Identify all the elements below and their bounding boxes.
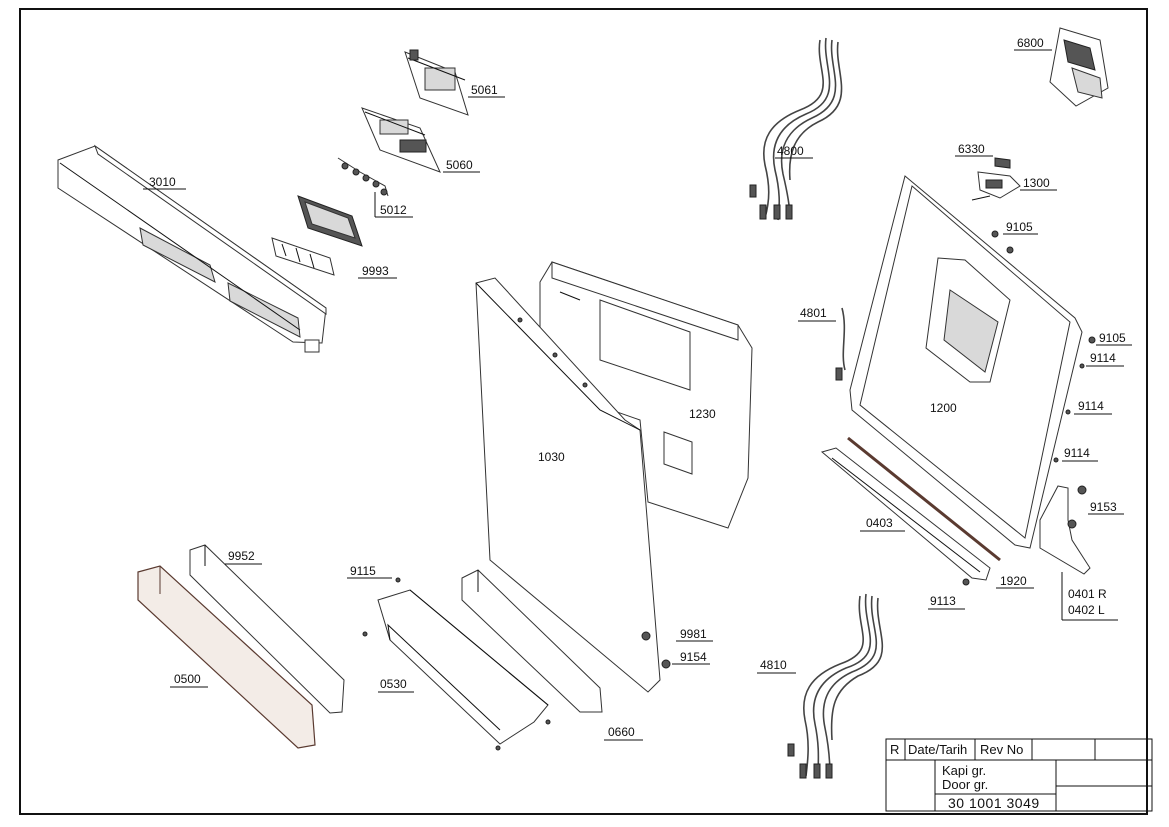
part-0500-strip <box>137 565 316 749</box>
title-block: R Date/Tarih Rev No Kapi gr. Door gr. 30… <box>885 738 1153 812</box>
part-0401-hinge <box>1039 485 1091 575</box>
label-1230: 1230 <box>689 407 716 421</box>
label-9113: 9113 <box>930 594 956 608</box>
label-9105-side: 9105 <box>1099 331 1126 345</box>
title-block-date: Date/Tarih <box>908 742 967 757</box>
part-labels: 3010 5061 5060 5012 9993 4800 6800 6330 … <box>149 36 1126 739</box>
label-0401: 0401 R <box>1068 587 1107 601</box>
part-1920-seal <box>847 436 1001 562</box>
screws <box>362 230 1096 751</box>
part-0530-bracket <box>377 589 549 745</box>
part-5061 <box>404 49 469 116</box>
title-block-line1: Kapi gr. <box>942 763 986 778</box>
label-leaders <box>143 49 1132 741</box>
title-block-number: 30 1001 3049 <box>948 795 1040 811</box>
label-9153: 9153 <box>1090 500 1117 514</box>
part-4801-cable <box>835 307 846 381</box>
title-block-r: R <box>890 742 899 757</box>
label-0500: 0500 <box>174 672 201 686</box>
part-4800-wire-harness <box>749 37 843 221</box>
label-0402: 0402 L <box>1068 603 1105 617</box>
part-6330-1300-lock <box>971 157 1021 201</box>
label-1300: 1300 <box>1023 176 1050 190</box>
label-0530: 0530 <box>380 677 407 691</box>
label-9114-a: 9114 <box>1090 351 1116 365</box>
part-5012 <box>337 157 389 197</box>
label-0660: 0660 <box>608 725 635 739</box>
label-5012: 5012 <box>380 203 407 217</box>
label-5061: 5061 <box>471 83 498 97</box>
label-6330: 6330 <box>958 142 985 156</box>
label-1030: 1030 <box>538 450 565 464</box>
part-9952-strip <box>189 544 345 714</box>
part-1200-inner-door <box>849 175 1083 549</box>
label-9115: 9115 <box>350 564 376 578</box>
label-9105-top: 9105 <box>1006 220 1033 234</box>
label-9114-c: 9114 <box>1064 446 1090 460</box>
part-6800 <box>1049 27 1109 107</box>
label-9981: 9981 <box>680 627 707 641</box>
part-9993 <box>271 195 363 276</box>
label-3010: 3010 <box>149 175 176 189</box>
label-1920: 1920 <box>1000 574 1027 588</box>
label-5060: 5060 <box>446 158 473 172</box>
label-4810: 4810 <box>760 658 787 672</box>
drawing-frame <box>19 8 1148 815</box>
part-0403-rail <box>820 447 991 581</box>
label-9952: 9952 <box>228 549 255 563</box>
label-9154: 9154 <box>680 650 707 664</box>
title-block-line2: Door gr. <box>942 777 988 792</box>
part-3010-control-panel <box>57 144 327 353</box>
label-4801: 4801 <box>800 306 827 320</box>
label-0403: 0403 <box>866 516 893 530</box>
label-4800: 4800 <box>777 144 804 158</box>
part-4810-wire-harness <box>787 593 884 779</box>
label-9114-b: 9114 <box>1078 399 1104 413</box>
part-1030-outer-door <box>475 277 661 693</box>
part-1230-inner-panel <box>539 261 753 529</box>
title-block-rev: Rev No <box>980 742 1023 757</box>
part-0660-profile <box>461 569 603 713</box>
label-9993: 9993 <box>362 264 389 278</box>
label-6800: 6800 <box>1017 36 1044 50</box>
label-1200: 1200 <box>930 401 957 415</box>
part-5060 <box>361 107 441 173</box>
